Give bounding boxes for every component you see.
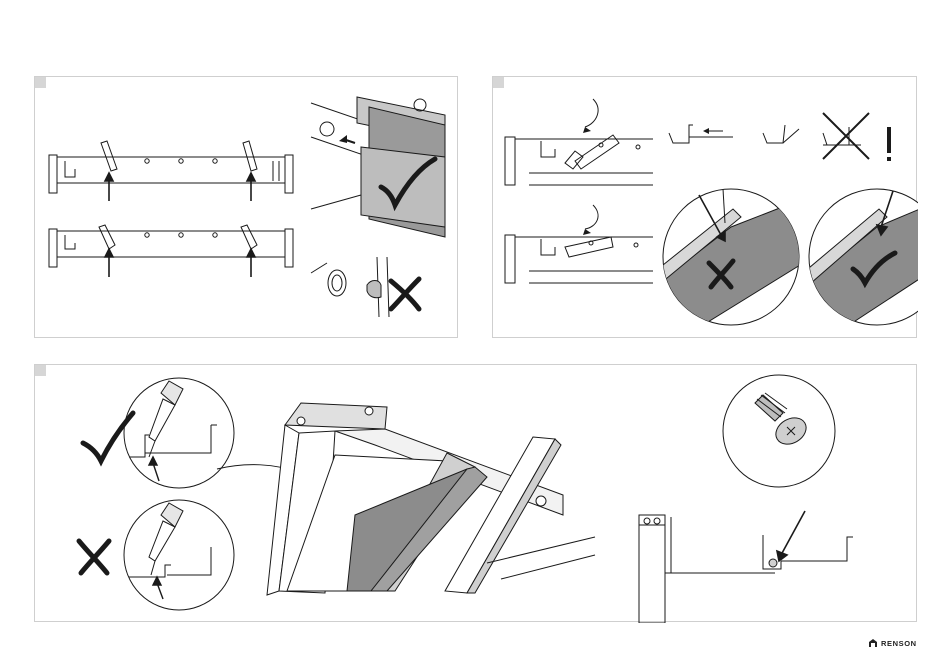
arrow-icon <box>247 173 255 201</box>
screw-detail <box>723 375 835 487</box>
arrow-icon <box>583 127 591 133</box>
cross-icon <box>391 279 419 309</box>
post-section <box>639 515 853 623</box>
profile-lower <box>505 205 653 283</box>
renson-logo: RENSON <box>868 637 917 649</box>
arrow-icon <box>105 173 113 201</box>
arrow-icon <box>247 249 255 277</box>
cross-icon <box>79 541 109 573</box>
profile-top <box>49 141 293 193</box>
step-2-illustration <box>493 77 918 339</box>
profile-thumbs <box>669 125 861 145</box>
arrow-icon <box>703 128 723 134</box>
step-1-illustration <box>35 77 459 339</box>
arrow-icon <box>105 249 113 277</box>
cross-icon <box>823 113 869 159</box>
profile-bottom <box>49 225 293 267</box>
profile-upper <box>505 99 653 185</box>
gutter-assembly <box>267 403 595 595</box>
step-2-panel <box>492 76 917 338</box>
bracket-detail-wrong <box>311 257 389 317</box>
arrow-icon <box>777 511 805 561</box>
warning-icon <box>887 127 891 161</box>
circle-detail-correct <box>803 189 918 337</box>
step-3-panel <box>34 364 917 622</box>
step-1-panel <box>34 76 458 338</box>
step-3-illustration <box>35 365 918 623</box>
screwdriver-detail-correct <box>124 378 234 488</box>
arrow-icon <box>583 229 591 235</box>
renson-logo-icon <box>868 638 878 648</box>
logo-text: RENSON <box>881 639 917 648</box>
screwdriver-detail-wrong <box>124 500 234 610</box>
